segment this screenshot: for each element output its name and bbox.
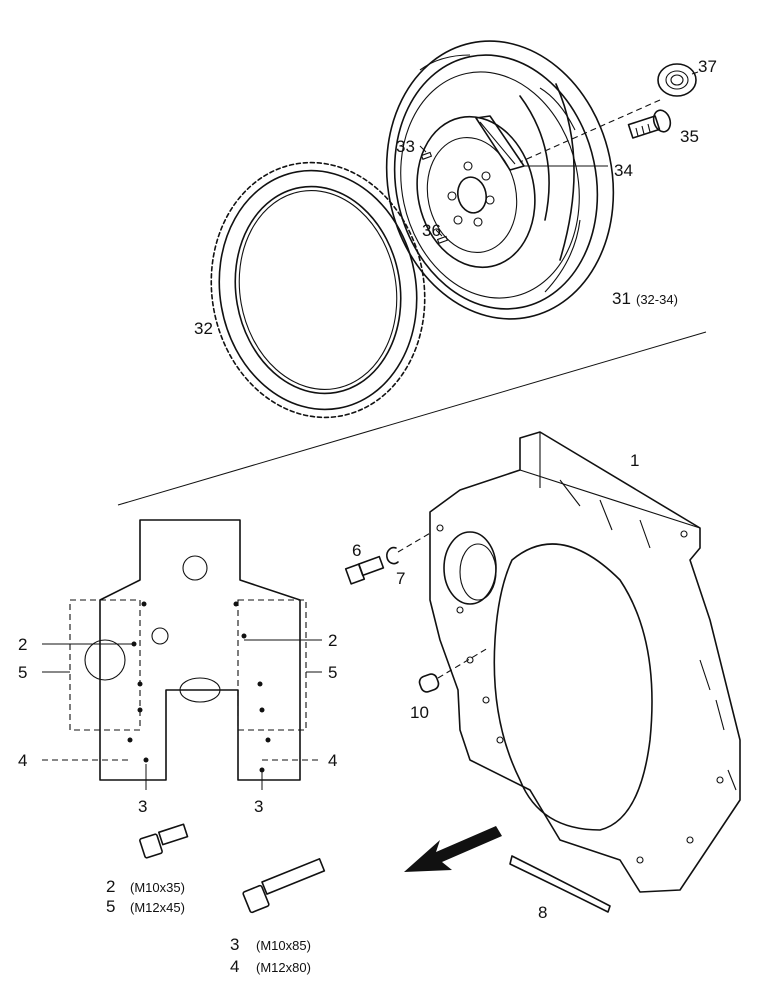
spec-num-4: 4 xyxy=(230,957,239,976)
callout-3-left: 3 xyxy=(138,797,147,816)
callout-2-right: 2 xyxy=(328,631,337,650)
callout-32: 32 xyxy=(194,319,213,338)
spec-num-2: 2 xyxy=(106,877,115,896)
callout-6: 6 xyxy=(352,541,361,560)
seal-strip[interactable] xyxy=(509,855,611,913)
callout-5-left: 5 xyxy=(18,663,27,682)
callout-4-right: 4 xyxy=(328,751,337,770)
long-bolt xyxy=(242,858,326,914)
plug[interactable] xyxy=(418,672,440,693)
callout-34: 34 xyxy=(614,161,633,180)
callout-37: 37 xyxy=(698,57,717,76)
callout-33: 33 xyxy=(396,137,415,156)
flywheel-housing[interactable] xyxy=(429,431,741,893)
spec-num-5: 5 xyxy=(106,897,115,916)
callout-35: 35 xyxy=(680,127,699,146)
callout-5-right: 5 xyxy=(328,663,337,682)
callout-10: 10 xyxy=(410,703,429,722)
callout-4-left: 4 xyxy=(18,751,27,770)
spec-size-4: (M12x80) xyxy=(256,960,311,975)
housing-bolt[interactable] xyxy=(344,555,385,585)
ring-gear[interactable] xyxy=(191,146,444,435)
callout-31: 31 xyxy=(612,289,631,308)
callout-31-range: (32-34) xyxy=(636,292,678,307)
short-bolt xyxy=(139,823,189,859)
divider-line xyxy=(117,331,707,506)
callout-8: 8 xyxy=(538,903,547,922)
spec-size-2: (M10x35) xyxy=(130,880,185,895)
spec-size-5: (M12x45) xyxy=(130,900,185,915)
callout-1: 1 xyxy=(630,451,639,470)
spec-size-3: (M10x85) xyxy=(256,938,311,953)
callout-36: 36 xyxy=(422,221,441,240)
lock-washer[interactable] xyxy=(386,546,399,565)
bolt-pattern-view xyxy=(69,519,307,781)
callout-2-left: 2 xyxy=(18,635,27,654)
spec-num-3: 3 xyxy=(230,935,239,954)
callout-3-right: 3 xyxy=(254,797,263,816)
direction-arrow-icon xyxy=(404,826,502,872)
callout-7: 7 xyxy=(396,569,405,588)
flywheel[interactable] xyxy=(361,20,638,340)
pilot-bearing[interactable] xyxy=(657,63,697,97)
flywheel-bolt[interactable] xyxy=(627,108,673,139)
